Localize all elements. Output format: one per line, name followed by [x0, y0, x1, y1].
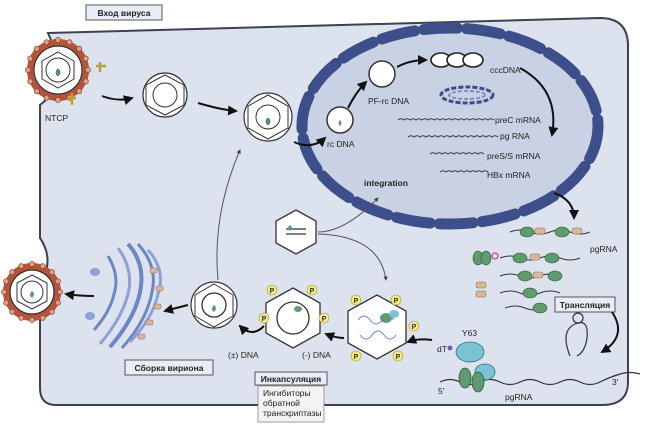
p-marker-label: P — [354, 354, 359, 361]
er-golgi — [85, 242, 164, 349]
p-marker-dot — [350, 294, 362, 306]
exiting-virion — [1, 261, 63, 323]
encapsidation-box: Инкапсуляция — [254, 371, 328, 386]
plus-minus-dna-capsid — [190, 281, 238, 329]
three-prime-label: 3' — [612, 377, 619, 387]
svg-text:Вход вируса: Вход вируса — [98, 8, 151, 18]
transcript-label-2: preS/S mRNA — [487, 151, 541, 161]
p-marker-dot — [306, 284, 318, 296]
p-marker-label: P — [310, 288, 315, 295]
capsid-1 — [142, 72, 188, 118]
pgrna-bottom-label: pgRNA — [505, 392, 533, 402]
svg-text:Ингибиторы: Ингибиторы — [263, 388, 311, 398]
virus-entry-box: Вход вируса — [85, 4, 163, 21]
p-marker-dot — [392, 350, 404, 362]
y63-label: Y63 — [462, 328, 477, 338]
virion-assembly-box: Сборка вириона — [124, 359, 214, 376]
p-marker-label: P — [270, 288, 275, 295]
p-marker-label: P — [396, 354, 401, 361]
cccdna-chain — [430, 52, 484, 68]
transcript-label-0: preC mRNA — [495, 115, 541, 125]
cccdna-label: cccDNA — [490, 65, 521, 75]
ntcp-receptor-icon — [68, 62, 106, 105]
p-marker-dot — [350, 350, 362, 362]
rc-dna-circle — [326, 106, 354, 134]
transcript-list: preC mRNA pg RNA preS/S mRNA HBx mRNA — [397, 115, 541, 180]
capsid-2 — [243, 92, 293, 142]
p-marker-label: P — [322, 316, 327, 323]
transcript-label-1: pg RNA — [500, 131, 530, 141]
p-marker-dot — [258, 312, 270, 324]
p-marker-label: P — [354, 298, 359, 305]
svg-text:Трансляция: Трансляция — [560, 300, 610, 310]
translation-box: Трансляция — [554, 296, 616, 313]
p-markers: P P P P P P P P P — [258, 284, 420, 362]
minus-dna-capsid — [265, 287, 321, 349]
plus-minus-dna-label: (±) DNA — [228, 350, 259, 360]
minus-dna-label: (-) DNA — [302, 350, 331, 360]
p-marker-label: P — [412, 324, 417, 331]
p-marker-dot — [390, 294, 402, 306]
dt-label: dT — [437, 344, 447, 354]
svg-text:обратной: обратной — [263, 398, 300, 408]
rc-dna-label: rc DNA — [327, 139, 355, 149]
p-marker-label: P — [394, 298, 399, 305]
integrated-dna-hexagon — [275, 209, 317, 255]
pathway-arrows — [64, 55, 620, 354]
p-marker-dot — [408, 320, 420, 332]
rt-inhibitors-box: Ингибиторы обратной транскриптазы — [257, 385, 325, 423]
translation-region — [472, 226, 591, 314]
p-marker-label: P — [262, 316, 267, 323]
transcript-label-3: HBx mRNA — [487, 170, 531, 180]
ntcp-label: NTCP — [45, 113, 68, 123]
supercoiled-cccdna — [439, 85, 495, 105]
svg-text:транскриптазы: транскриптазы — [263, 408, 322, 418]
p-marker-dot — [318, 312, 330, 324]
entering-virion — [25, 37, 91, 103]
polymerase-complex — [447, 341, 496, 393]
nucleocapsid-pgrna — [347, 294, 407, 360]
p-marker-dot — [266, 284, 278, 296]
svg-text:Инкапсуляция: Инкапсуляция — [261, 374, 322, 384]
svg-text:Сборка вириона: Сборка вириона — [135, 363, 204, 373]
pf-rc-dna-label: PF-rc DNA — [368, 96, 409, 106]
integration-label: integration — [364, 178, 408, 188]
pgrna-translation-label: pgRNA — [590, 244, 618, 254]
pf-rc-dna-circle — [368, 60, 396, 88]
five-prime-label: 5' — [438, 386, 445, 396]
